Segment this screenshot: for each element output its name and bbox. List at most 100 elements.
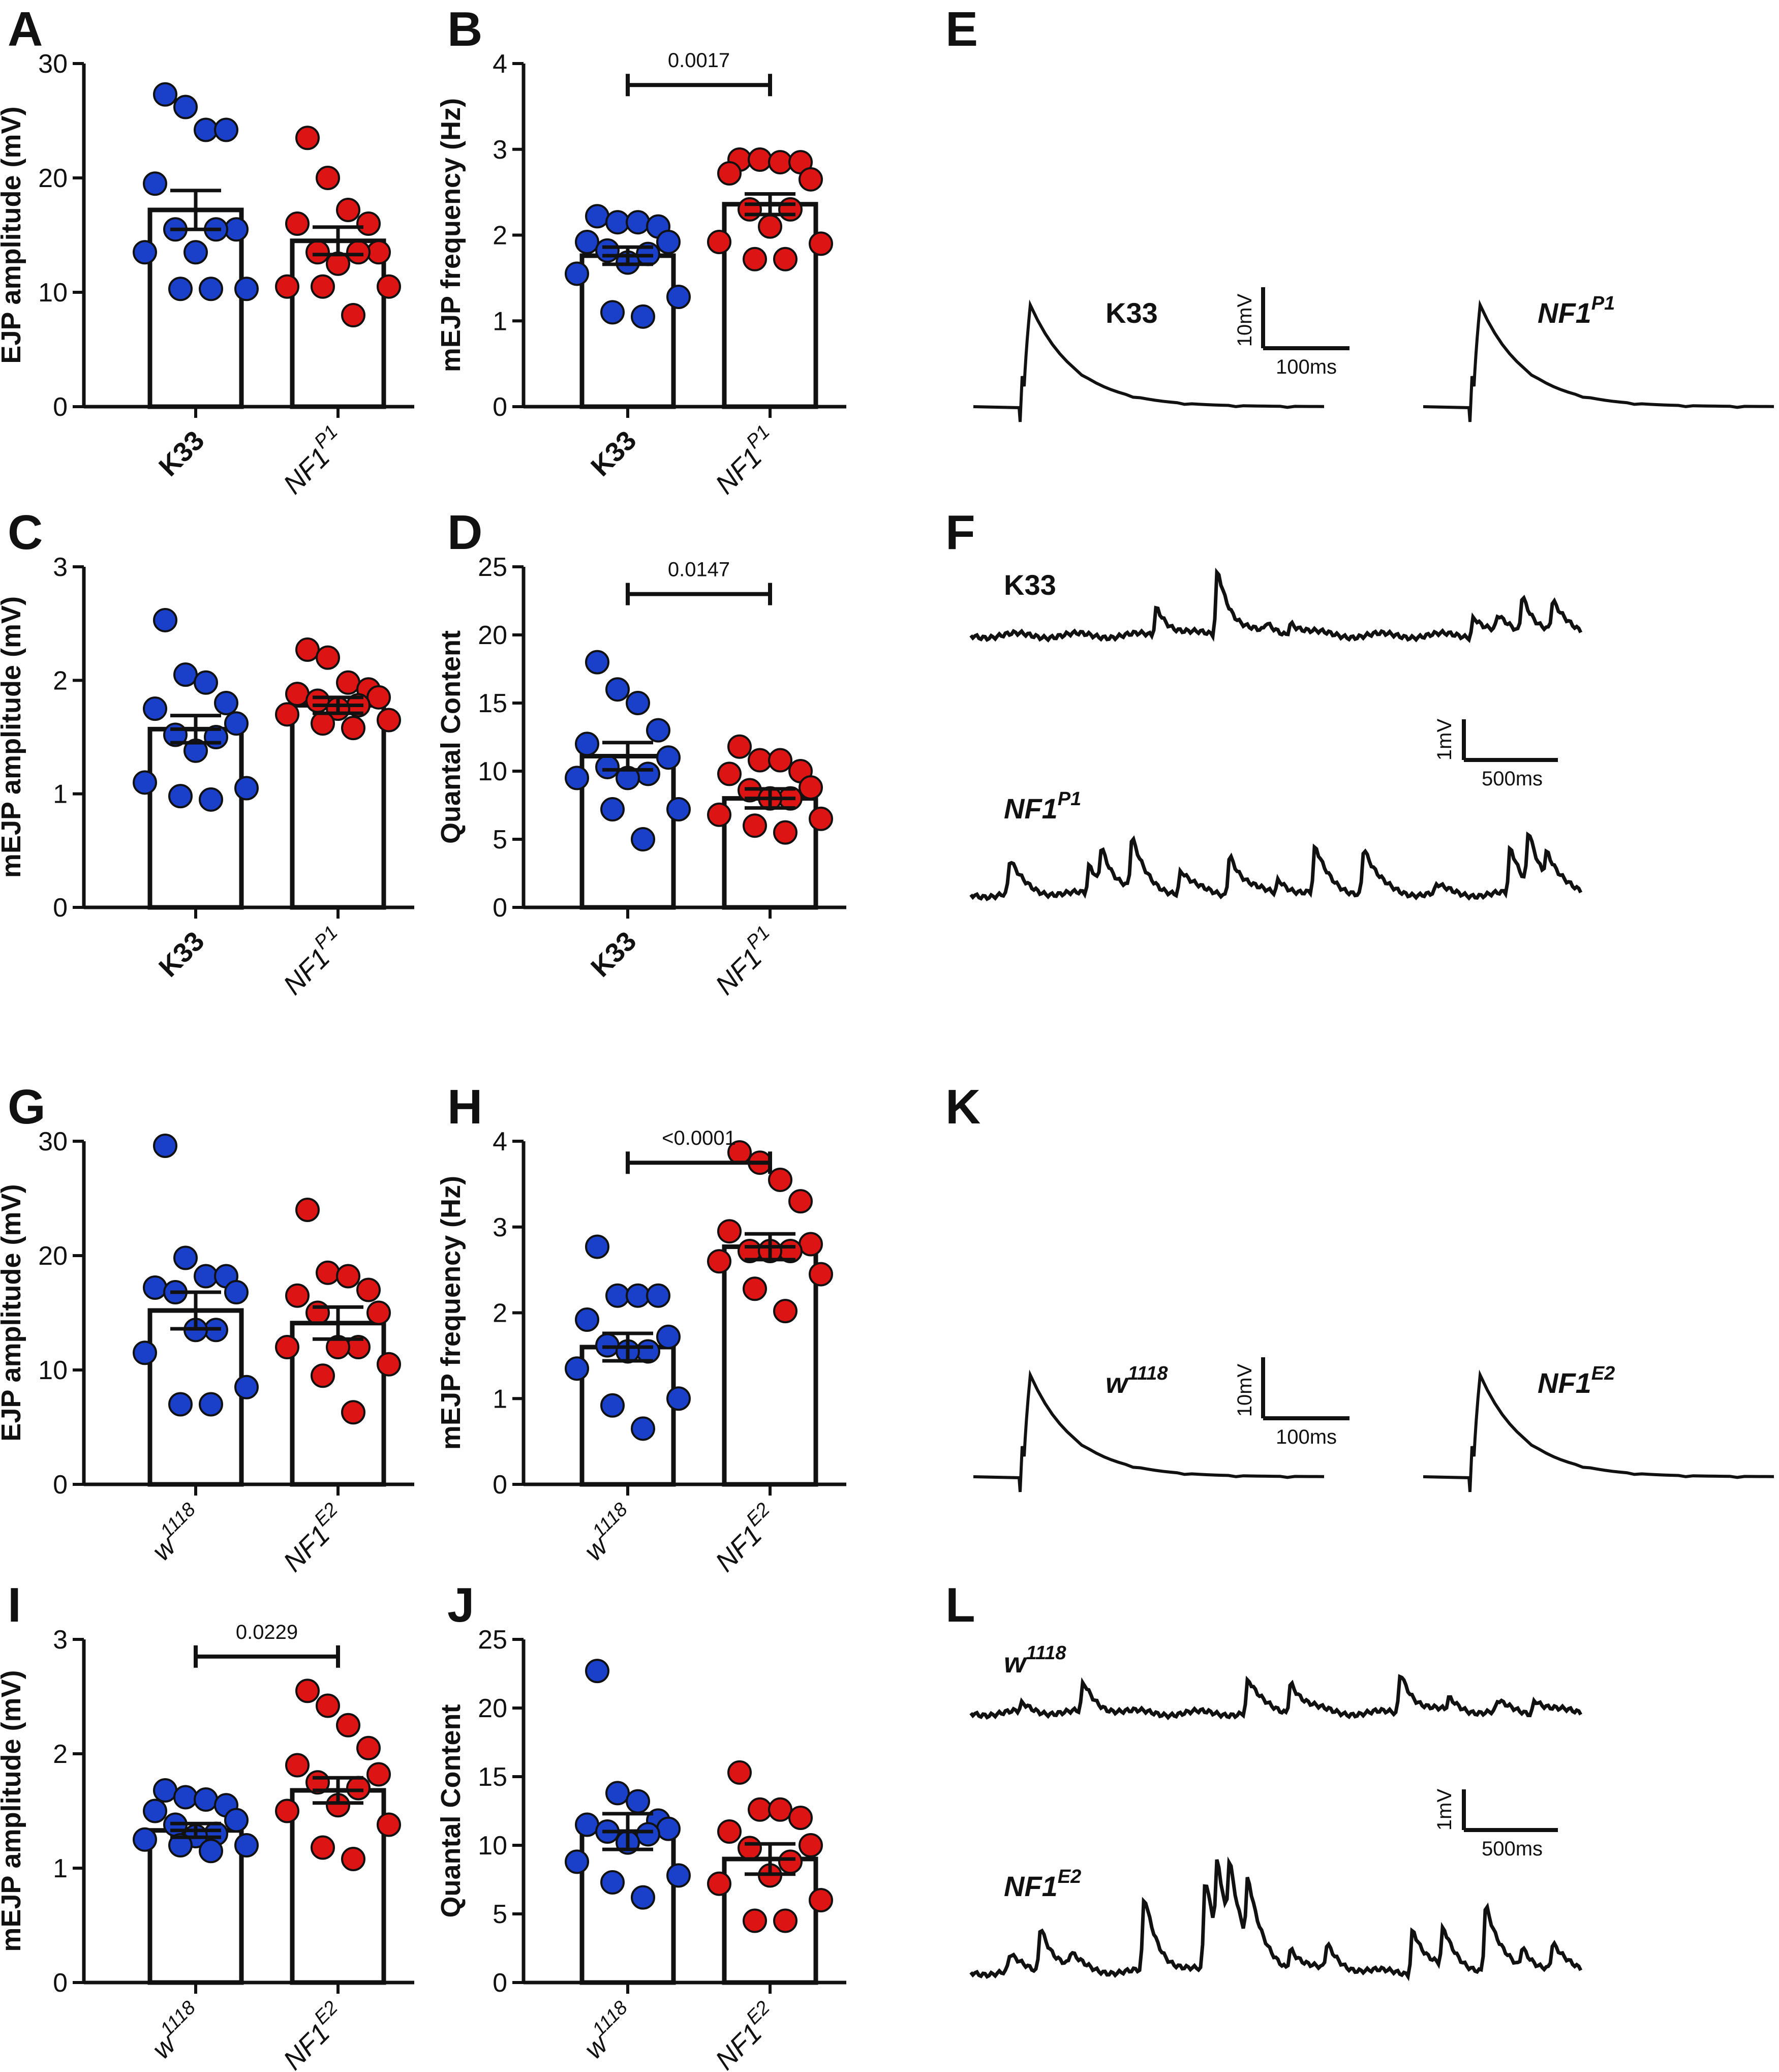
data-point (646, 1283, 670, 1308)
data-point (605, 677, 630, 702)
data-point (153, 607, 177, 632)
y-tick-label: 5 (493, 825, 507, 855)
data-point (366, 1300, 391, 1325)
data-point (341, 1847, 365, 1871)
data-point (575, 732, 599, 756)
scale-label-x: 100ms (1276, 356, 1337, 378)
panel-letter: G (8, 1080, 46, 1134)
data-point (285, 682, 310, 707)
data-point (305, 688, 330, 713)
data-point (631, 827, 655, 851)
x-tick-label: K33 (585, 926, 642, 983)
data-point (311, 711, 335, 736)
y-tick-label: 2 (493, 221, 507, 251)
scale-label-x: 500ms (1482, 1838, 1543, 1860)
data-point (143, 696, 167, 721)
x-tick-label: K33 (153, 926, 210, 983)
data-point (717, 761, 742, 786)
data-point (743, 813, 767, 838)
data-point (809, 1262, 833, 1287)
y-axis-title: EJP amplitude (mV) (0, 106, 26, 363)
y-tick-label: 25 (478, 1625, 507, 1655)
data-point (366, 685, 391, 710)
data-point (575, 1307, 599, 1332)
data-point (168, 277, 193, 301)
y-tick-label: 0 (493, 1470, 507, 1500)
y-tick-label: 10 (478, 1831, 507, 1861)
trace-label: w1118 (1004, 1642, 1066, 1679)
data-point (646, 718, 670, 743)
data-point (595, 238, 620, 263)
bar (722, 796, 818, 910)
data-point (133, 1340, 157, 1365)
data-point (295, 637, 320, 662)
bar (579, 1345, 676, 1487)
data-point (199, 277, 223, 301)
data-point (727, 1760, 752, 1785)
data-point (295, 126, 320, 150)
panel-letter: F (945, 505, 975, 560)
data-point (311, 1363, 335, 1388)
bar (147, 726, 244, 910)
data-point (316, 645, 340, 670)
scale-label-y: 1mV (1433, 719, 1456, 761)
data-point (133, 770, 157, 795)
trace-line (1423, 299, 1774, 422)
data-point (585, 204, 609, 229)
data-point (707, 230, 731, 254)
y-tick-label: 1 (53, 780, 68, 809)
trace-label: NF1E2 (1004, 1866, 1081, 1902)
data-point (143, 1275, 167, 1300)
data-point (336, 198, 360, 222)
data-point (631, 304, 655, 329)
data-point (768, 1167, 792, 1192)
data-point (768, 150, 792, 175)
data-point (183, 240, 208, 265)
data-point (377, 274, 401, 299)
data-point (214, 117, 238, 142)
data-point (656, 1324, 681, 1349)
trace-label: K33 (1106, 297, 1158, 329)
data-point (738, 1836, 762, 1861)
data-point (631, 1416, 655, 1441)
trace-label: NF1P1 (1538, 293, 1615, 329)
data-point (743, 247, 767, 271)
data-point (234, 1375, 259, 1399)
x-tick-label: NF1E2 (273, 1997, 352, 2072)
data-point (565, 1356, 589, 1381)
data-point (275, 1799, 299, 1823)
y-tick-label: 10 (478, 757, 507, 786)
y-tick-label: 30 (38, 1127, 68, 1156)
data-point (707, 802, 731, 827)
bar (290, 703, 386, 910)
panel-letter: D (447, 505, 482, 560)
data-point (275, 702, 299, 727)
data-point (788, 1806, 813, 1830)
data-point (743, 1276, 767, 1301)
data-point (626, 210, 650, 235)
data-point (316, 1260, 340, 1285)
data-point (595, 754, 620, 779)
x-tick-label: NF1E2 (706, 1997, 784, 2072)
x-tick-label: NF1P1 (706, 922, 784, 1000)
y-tick-label: 0 (53, 893, 68, 923)
data-point (773, 820, 798, 845)
x-tick-label: w1118 (142, 1997, 210, 2065)
data-point (768, 748, 792, 773)
data-point (565, 261, 589, 286)
x-tick-label: NF1P1 (706, 421, 784, 500)
y-tick-label: 1 (493, 307, 507, 336)
x-tick-label: NF1E2 (273, 1499, 352, 1577)
data-point (153, 82, 177, 107)
data-point (224, 711, 249, 736)
data-point (626, 1789, 650, 1814)
bar (579, 1829, 676, 1985)
data-point (199, 1392, 223, 1417)
data-point (311, 274, 335, 299)
